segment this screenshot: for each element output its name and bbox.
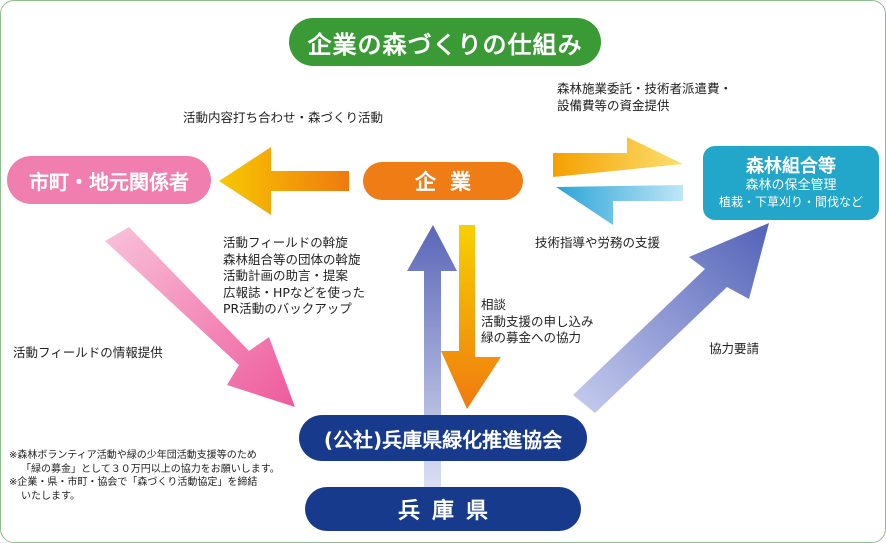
node-shinrin-sub2: 植栽・下草刈り・間伐など	[718, 195, 863, 210]
node-shicho: 市町・地元関係者	[7, 156, 211, 204]
arrow-shicho-to-kyokai	[105, 227, 295, 407]
arrow-shinrin-to-kigyo	[556, 185, 683, 225]
label-kigyo-line: 緑の募金への協力	[481, 330, 582, 345]
label-shikin-line2: 設備費等の資金提供	[557, 97, 670, 113]
node-shinrin: 森林組合等 森林の保全管理 植栽・下草刈り・間伐など	[703, 146, 879, 220]
label-hyogo-support: 活動フィールドの斡旋 森林組合等の団体の斡旋 活動計画の助言・提案 広報誌・HP…	[223, 235, 365, 318]
label-field-info: 活動フィールドの情報提供	[13, 345, 163, 360]
label-uchiawase: 活動内容打ち合わせ・森づくり活動	[183, 110, 384, 125]
label-kyoryoku: 協力要請	[709, 341, 760, 356]
label-hyogo-line: PR活動のバックアップ	[223, 301, 352, 316]
arrow-kigyo-to-kyokai	[441, 225, 501, 409]
label-gijutsu: 技術指導や労務の支援	[535, 235, 661, 250]
label-hyogo-line: 広報誌・HPなどを使った	[223, 284, 365, 300]
node-kyokai: (公社)兵庫県緑化推進協会	[299, 415, 587, 461]
node-shinrin-sub1: 森林の保全管理	[745, 178, 837, 194]
node-hyogo: 兵庫県	[305, 487, 581, 531]
label-hyogo-line: 活動計画の助言・提案	[223, 268, 349, 283]
label-hyogo-line: 活動フィールドの斡旋	[223, 235, 348, 250]
label-shikin: 森林施業委託・技術者派遣費・ 設備費等の資金提供	[557, 81, 732, 114]
footnote: ※森林ボランティア活動や緑の少年団活動支援等のため 「緑の募金」として３０万円以…	[9, 449, 280, 503]
footnote-line: ※企業・県・市町・協会で「森づくり活動協定」を締結	[9, 477, 258, 488]
arrow-kyokai-to-shinrin	[573, 223, 769, 413]
label-shikin-line1: 森林施業委託・技術者派遣費・	[557, 81, 733, 96]
arrow-hyogo-to-kigyo	[407, 225, 457, 487]
label-kigyo-support: 相談 活動支援の申し込み 緑の募金への協力	[481, 297, 594, 347]
arrow-kigyo-to-shicho	[219, 147, 349, 215]
label-hyogo-line: 森林組合等の団体の斡旋	[223, 251, 361, 267]
node-kigyo: 企業	[363, 162, 523, 200]
diagram-title: 企業の森づくりの仕組み	[289, 18, 601, 66]
footnote-line: 「緑の募金」として３０万円以上の協力をお願いします。	[21, 463, 280, 475]
node-shinrin-name: 森林組合等	[746, 156, 836, 178]
footnote-line: いたします。	[21, 490, 80, 502]
arrow-kigyo-to-shinrin	[553, 137, 683, 177]
footnote-line: ※森林ボランティア活動や緑の少年団活動支援等のため	[9, 450, 257, 461]
label-kigyo-line: 相談	[481, 297, 507, 312]
label-kigyo-line: 活動支援の申し込み	[481, 313, 594, 329]
